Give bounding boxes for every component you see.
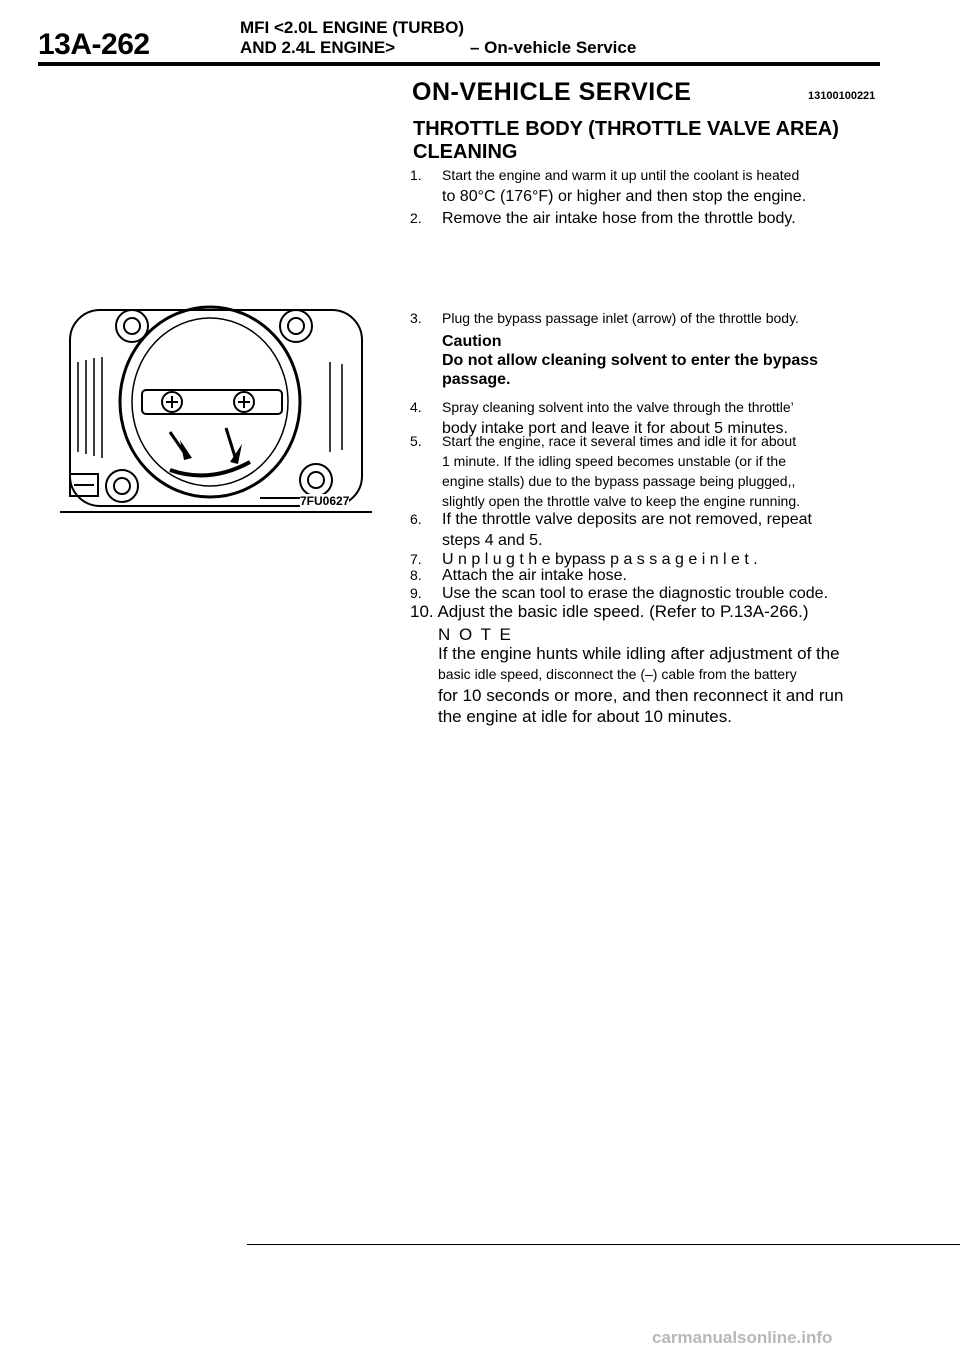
arrow-icon <box>168 427 242 464</box>
footer-watermark: carmanualsonline.info <box>652 1328 833 1347</box>
section-code: 13100100221 <box>808 90 876 102</box>
header-rule <box>38 62 880 66</box>
step-2: 2.Remove the air intake hose from the th… <box>410 210 796 227</box>
step-4: 4.Spray cleaning solvent into the valve … <box>410 399 794 437</box>
caution-block: Caution Do not allow cleaning solvent to… <box>442 332 880 389</box>
throttle-body-illustration <box>60 302 372 512</box>
header-line1: MFI <2.0L ENGINE (TURBO) <box>240 18 465 37</box>
step-3: 3.Plug the bypass passage inlet (arrow) … <box>410 310 799 326</box>
step-1: 1.Start the engine and warm it up until … <box>410 167 807 205</box>
note-text: If the engine hunts while idling after a… <box>438 644 844 726</box>
page-number: 13A-262 <box>38 28 150 61</box>
step-7: 7.U n p l u g t h e bypass p a s s a g e… <box>410 551 758 568</box>
page-title: ON-VEHICLE SERVICE <box>412 78 692 106</box>
note-label: N O T E <box>438 625 513 644</box>
step-8: 8.Attach the air intake hose. <box>410 567 627 584</box>
step-9: 9.Use the scan tool to erase the diagnos… <box>410 585 829 602</box>
step-6: 6.If the throttle valve deposits are not… <box>410 511 812 549</box>
header-section: – On-vehicle Service <box>470 38 637 57</box>
figure-rule <box>60 511 372 513</box>
figure-code: 7FU0627 <box>300 494 350 508</box>
step-10: 10. Adjust the basic idle speed. (Refer … <box>410 602 809 621</box>
caution-text: Do not allow cleaning solvent to enter t… <box>442 352 819 388</box>
footer-rule <box>247 1244 960 1245</box>
header-line2: AND 2.4L ENGINE> <box>240 38 396 57</box>
caution-label: Caution <box>442 333 502 350</box>
subsection-title: THROTTLE BODY (THROTTLE VALVE AREA) CLEA… <box>413 118 839 163</box>
step-5: 5.Start the engine, race it several time… <box>410 433 801 509</box>
